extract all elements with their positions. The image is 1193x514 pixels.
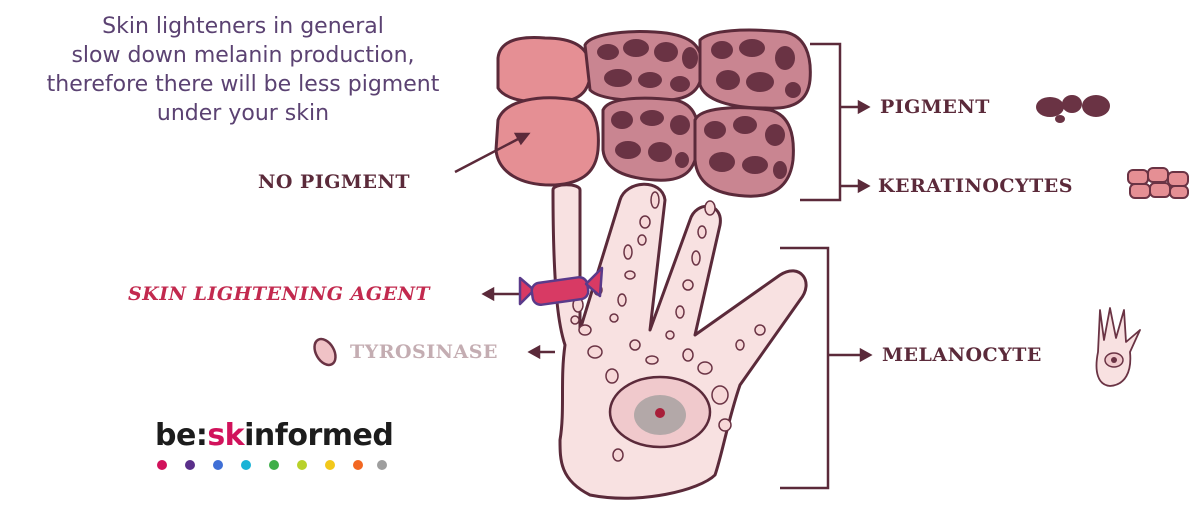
brand-dot <box>185 460 195 470</box>
label-tyrosinase: TYROSINASE <box>350 341 498 363</box>
label-keratinocytes: KERATINOCYTES <box>878 175 1073 197</box>
brand-dot <box>297 460 307 470</box>
intro-line: under your skin <box>8 99 478 128</box>
intro-line: Skin lighteners in general <box>8 12 478 41</box>
intro-text: Skin lighteners in general slow down mel… <box>8 12 478 128</box>
brand-dots <box>157 460 387 470</box>
melanocyte-cell <box>553 184 806 498</box>
brackets <box>780 44 845 488</box>
brand-dot <box>241 460 251 470</box>
intro-line: slow down melanin production, <box>8 41 478 70</box>
label-pigment: PIGMENT <box>880 96 990 118</box>
brand-part-accent: sk <box>207 418 244 453</box>
label-no-pigment: NO PIGMENT <box>258 171 410 193</box>
keratinocyte-no-pigment <box>498 38 590 103</box>
brand-logo: be:skinformed <box>155 418 393 453</box>
brand-dot <box>157 460 167 470</box>
intro-line: therefore there will be less pigment <box>8 70 478 99</box>
brand-dot <box>213 460 223 470</box>
tyrosinase-icon <box>310 335 340 368</box>
keratinocytes-icon <box>1128 168 1188 198</box>
brand-part: informed <box>244 418 393 453</box>
brand-dot <box>269 460 279 470</box>
label-melanocyte: MELANOCYTE <box>882 344 1042 366</box>
brand-dot <box>377 460 387 470</box>
pigment-icon <box>1036 95 1110 123</box>
brand-dot <box>325 460 335 470</box>
brand-dot <box>353 460 363 470</box>
melanocyte-icon <box>1097 308 1141 386</box>
brand-part: be: <box>155 418 207 453</box>
label-skin-lightening-agent: SKIN LIGHTENING AGENT <box>128 283 430 305</box>
